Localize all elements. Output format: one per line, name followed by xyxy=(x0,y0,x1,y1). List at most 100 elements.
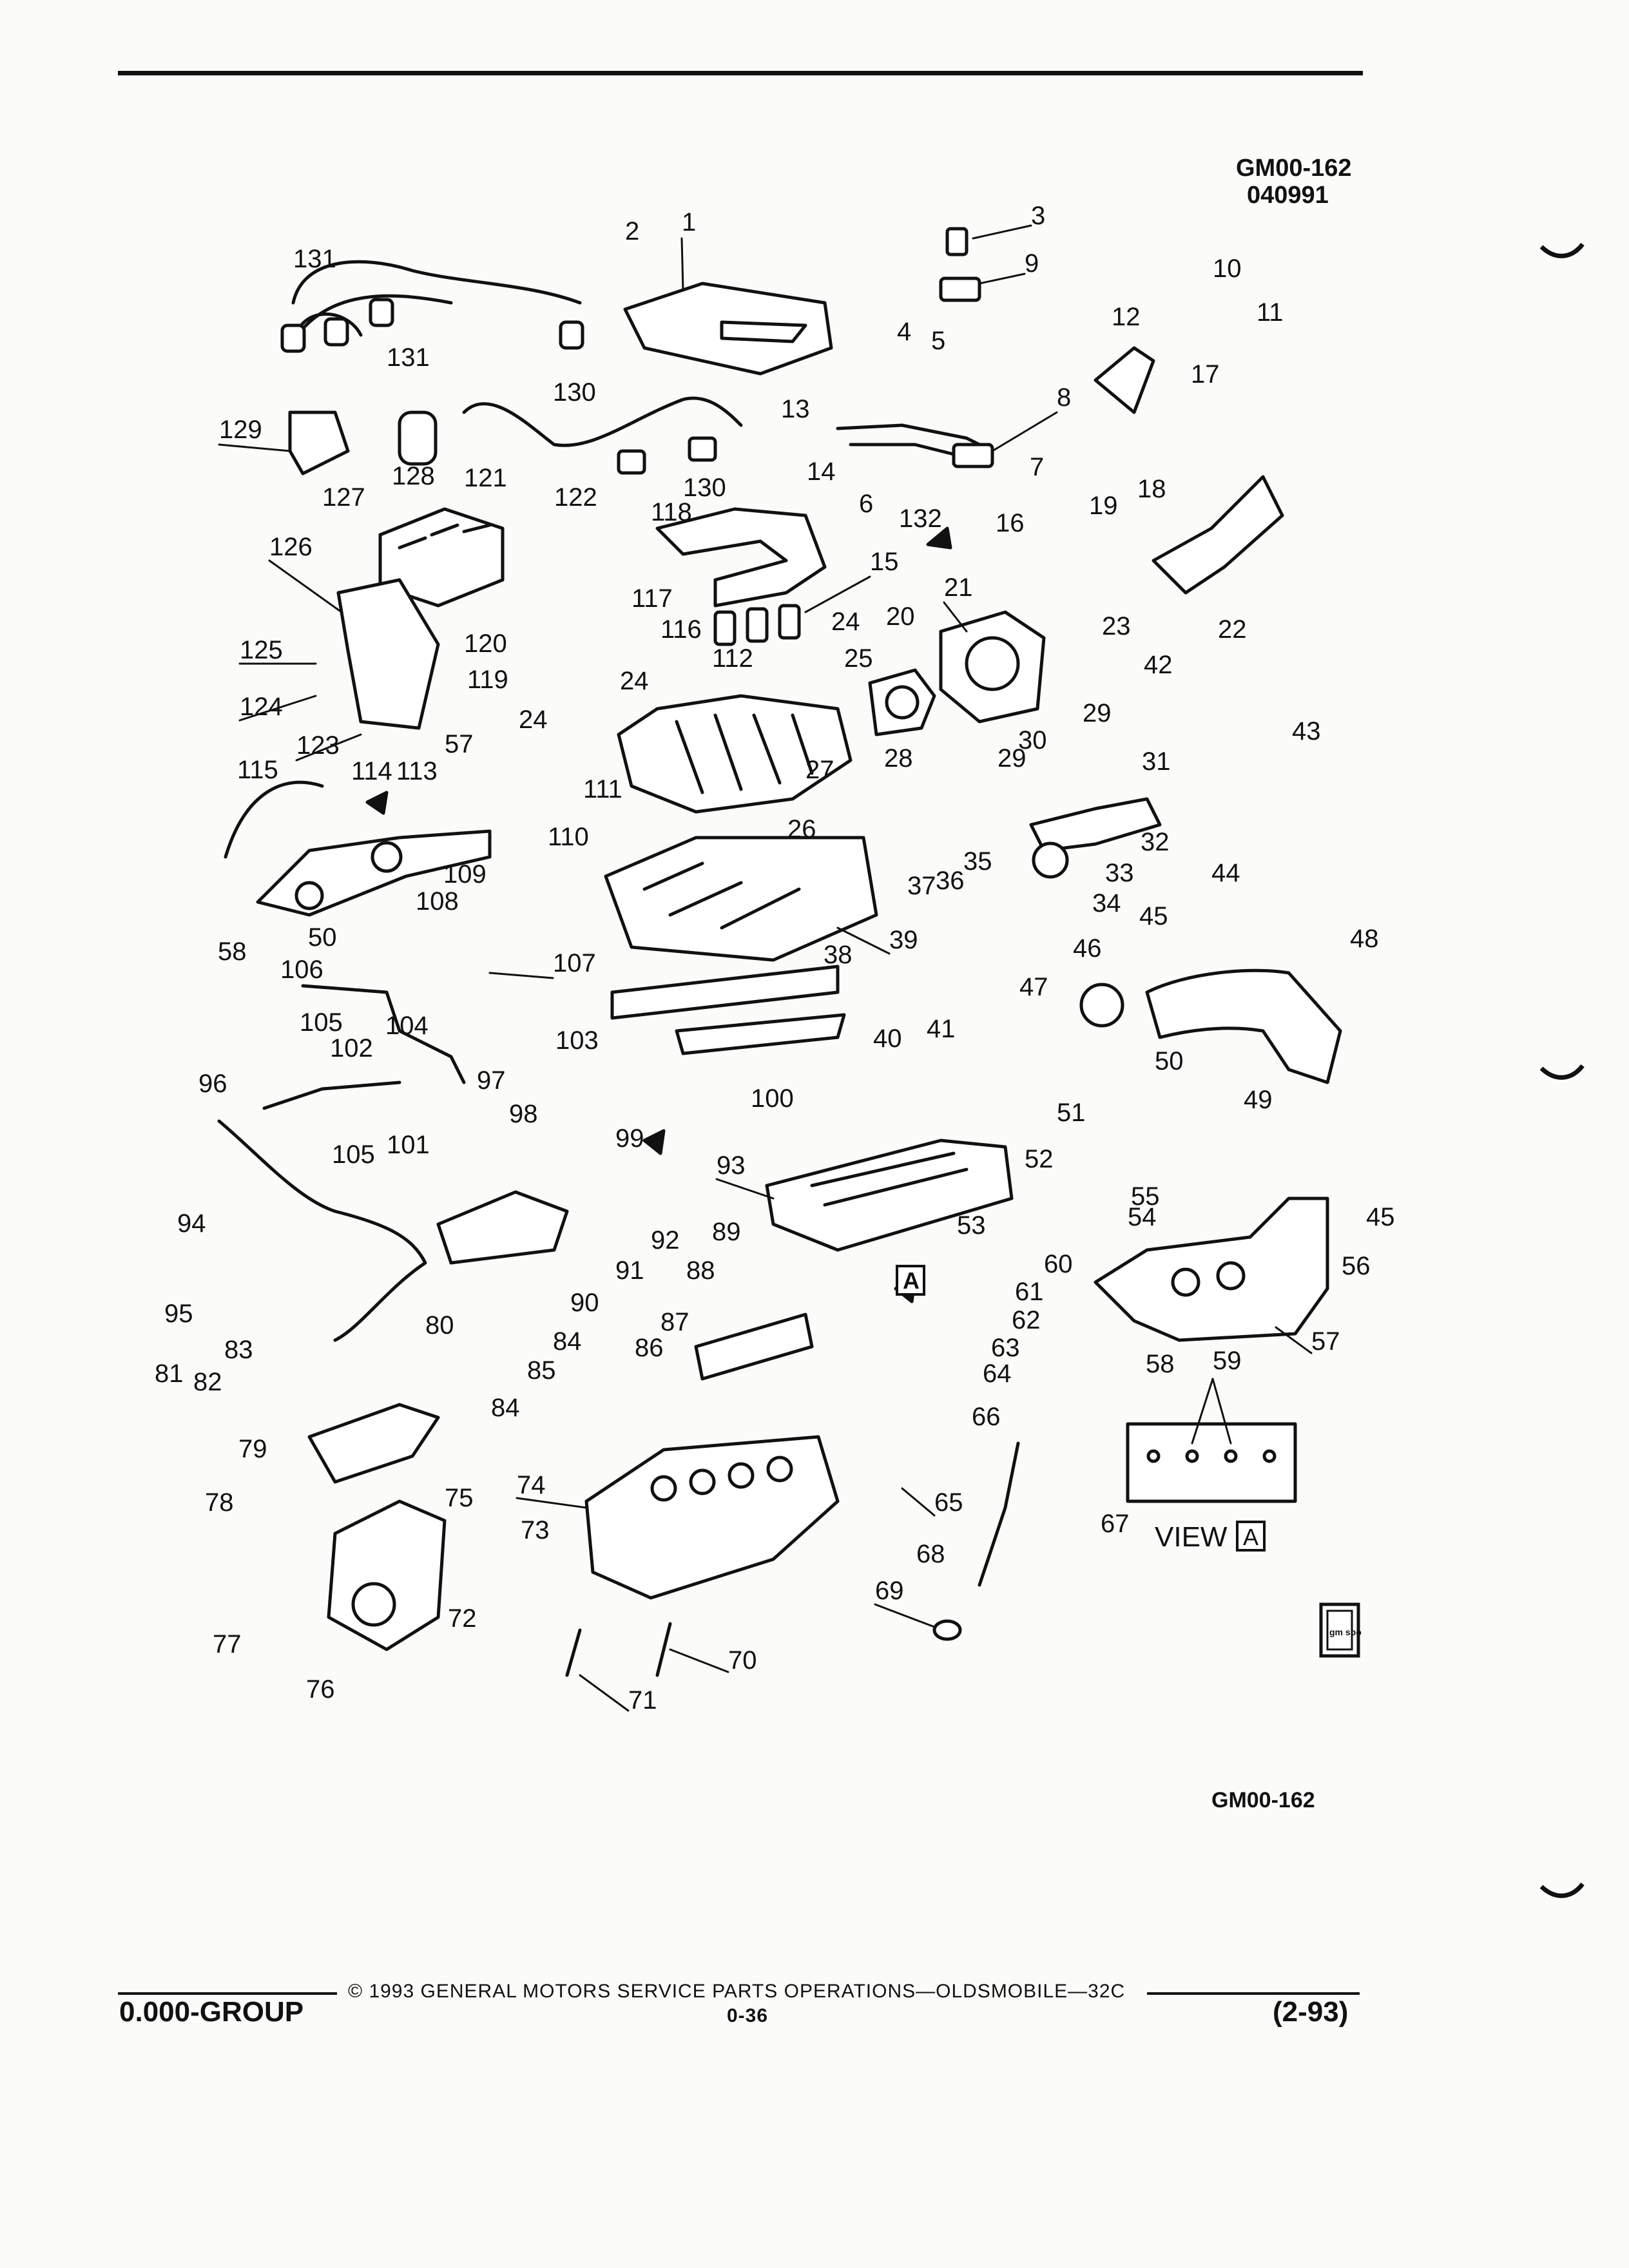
callout-27: 27 xyxy=(805,756,834,784)
date-code: 040991 xyxy=(1247,182,1329,209)
wire-boot xyxy=(323,317,349,347)
callout-95: 95 xyxy=(164,1300,193,1328)
callout-115: 115 xyxy=(237,756,278,784)
callout-130: 130 xyxy=(553,378,596,407)
intake-gasket xyxy=(610,965,840,1020)
valve-cover xyxy=(765,1139,1014,1252)
callout-90: 90 xyxy=(570,1289,599,1317)
copyright-line: © 1993 GENERAL MOTORS SERVICE PARTS OPER… xyxy=(348,1981,1126,2002)
callout-98: 98 xyxy=(509,1100,538,1128)
lower-intake-manifold xyxy=(604,836,878,962)
callout-100: 100 xyxy=(751,1084,794,1113)
callout-107: 107 xyxy=(553,949,596,977)
callout-55: 55 xyxy=(1131,1182,1160,1211)
callout-119: 119 xyxy=(467,666,508,694)
callout-33: 33 xyxy=(1105,859,1134,887)
callout-52: 52 xyxy=(1025,1145,1054,1173)
callout-94: 94 xyxy=(177,1209,206,1238)
callout-92: 92 xyxy=(651,1226,680,1254)
callout-50: 50 xyxy=(1155,1047,1184,1075)
callout-6: 6 xyxy=(859,490,873,518)
wire-boot xyxy=(369,298,394,327)
oil-dipstick xyxy=(978,1441,1020,1587)
callout-79: 79 xyxy=(238,1435,267,1463)
callout-67: 67 xyxy=(1101,1510,1130,1538)
revision-label: (2-93) xyxy=(1273,1996,1349,2028)
view-box xyxy=(1236,1521,1266,1552)
callout-20: 20 xyxy=(886,602,915,631)
callout-15: 15 xyxy=(870,548,899,576)
callout-116: 116 xyxy=(660,615,702,644)
callout-53: 53 xyxy=(957,1211,986,1240)
callout-24: 24 xyxy=(519,706,548,734)
callout-77: 77 xyxy=(213,1630,242,1658)
binder-mark xyxy=(1540,1064,1585,1080)
callout-70: 70 xyxy=(728,1646,757,1675)
callout-62: 62 xyxy=(1012,1306,1041,1334)
footer-rule-left xyxy=(118,1992,337,1995)
callout-66: 66 xyxy=(972,1403,1001,1431)
callout-1: 1 xyxy=(682,208,696,236)
callout-76: 76 xyxy=(306,1675,335,1704)
callout-14: 14 xyxy=(807,457,836,486)
figure-code: GM00-162 xyxy=(1236,155,1352,182)
arrow-box-letter: A xyxy=(903,1267,920,1294)
callout-19: 19 xyxy=(1089,492,1118,520)
callout-38: 38 xyxy=(824,941,853,969)
cylinder-head xyxy=(584,1435,840,1600)
callout-106: 106 xyxy=(280,956,323,984)
callout-73: 73 xyxy=(521,1516,550,1544)
callout-91: 91 xyxy=(615,1256,644,1285)
bracket xyxy=(288,410,350,476)
callout-123: 123 xyxy=(296,731,340,760)
callout-58: 58 xyxy=(218,937,247,966)
view-box-letter: A xyxy=(1243,1524,1258,1550)
callout-45: 45 xyxy=(1139,902,1168,930)
callout-132: 132 xyxy=(899,505,942,533)
figure-footer-code: GM00-162 xyxy=(1211,1788,1315,1812)
callout-122: 122 xyxy=(554,483,597,512)
footer-rule-right xyxy=(1147,1992,1360,1995)
callout-84: 84 xyxy=(553,1327,582,1356)
callout-9: 9 xyxy=(1025,249,1039,278)
callout-130: 130 xyxy=(683,474,726,502)
direction-arrow xyxy=(365,791,389,815)
wire-boot xyxy=(280,323,306,353)
callout-49: 49 xyxy=(1244,1086,1273,1114)
coil-bracket xyxy=(336,578,440,730)
callout-88: 88 xyxy=(686,1256,715,1285)
callout-65: 65 xyxy=(934,1488,963,1517)
callout-16: 16 xyxy=(996,509,1025,537)
plenum-cover xyxy=(623,282,833,376)
callout-22: 22 xyxy=(1218,615,1247,644)
binder-mark xyxy=(1540,242,1585,258)
gm-spo-logo: gm spo xyxy=(1319,1602,1362,1658)
callout-17: 17 xyxy=(1191,360,1220,389)
callout-85: 85 xyxy=(527,1356,556,1385)
leader-lines xyxy=(218,224,1313,1712)
arrow-box xyxy=(896,1265,925,1296)
callout-51: 51 xyxy=(1057,1099,1086,1127)
callout-121: 121 xyxy=(464,464,507,492)
callout-111: 111 xyxy=(583,775,622,803)
callout-57: 57 xyxy=(445,730,474,758)
callout-13: 13 xyxy=(781,395,810,423)
callout-101: 101 xyxy=(387,1131,430,1159)
callout-110: 110 xyxy=(548,823,589,851)
callout-35: 35 xyxy=(963,847,992,876)
callout-44: 44 xyxy=(1211,859,1240,887)
callout-117: 117 xyxy=(631,584,673,613)
callout-128: 128 xyxy=(392,462,435,490)
callout-93: 93 xyxy=(717,1151,746,1180)
callout-82: 82 xyxy=(193,1368,222,1396)
exhaust-manifold xyxy=(1094,1196,1329,1342)
callout-31: 31 xyxy=(1142,747,1171,776)
callout-3: 3 xyxy=(1031,202,1045,230)
callout-97: 97 xyxy=(477,1066,506,1095)
upper-intake-plenum xyxy=(617,694,853,814)
callout-127: 127 xyxy=(322,483,365,512)
callout-118: 118 xyxy=(651,498,692,526)
callout-84: 84 xyxy=(491,1394,520,1422)
callout-26: 26 xyxy=(787,815,816,843)
